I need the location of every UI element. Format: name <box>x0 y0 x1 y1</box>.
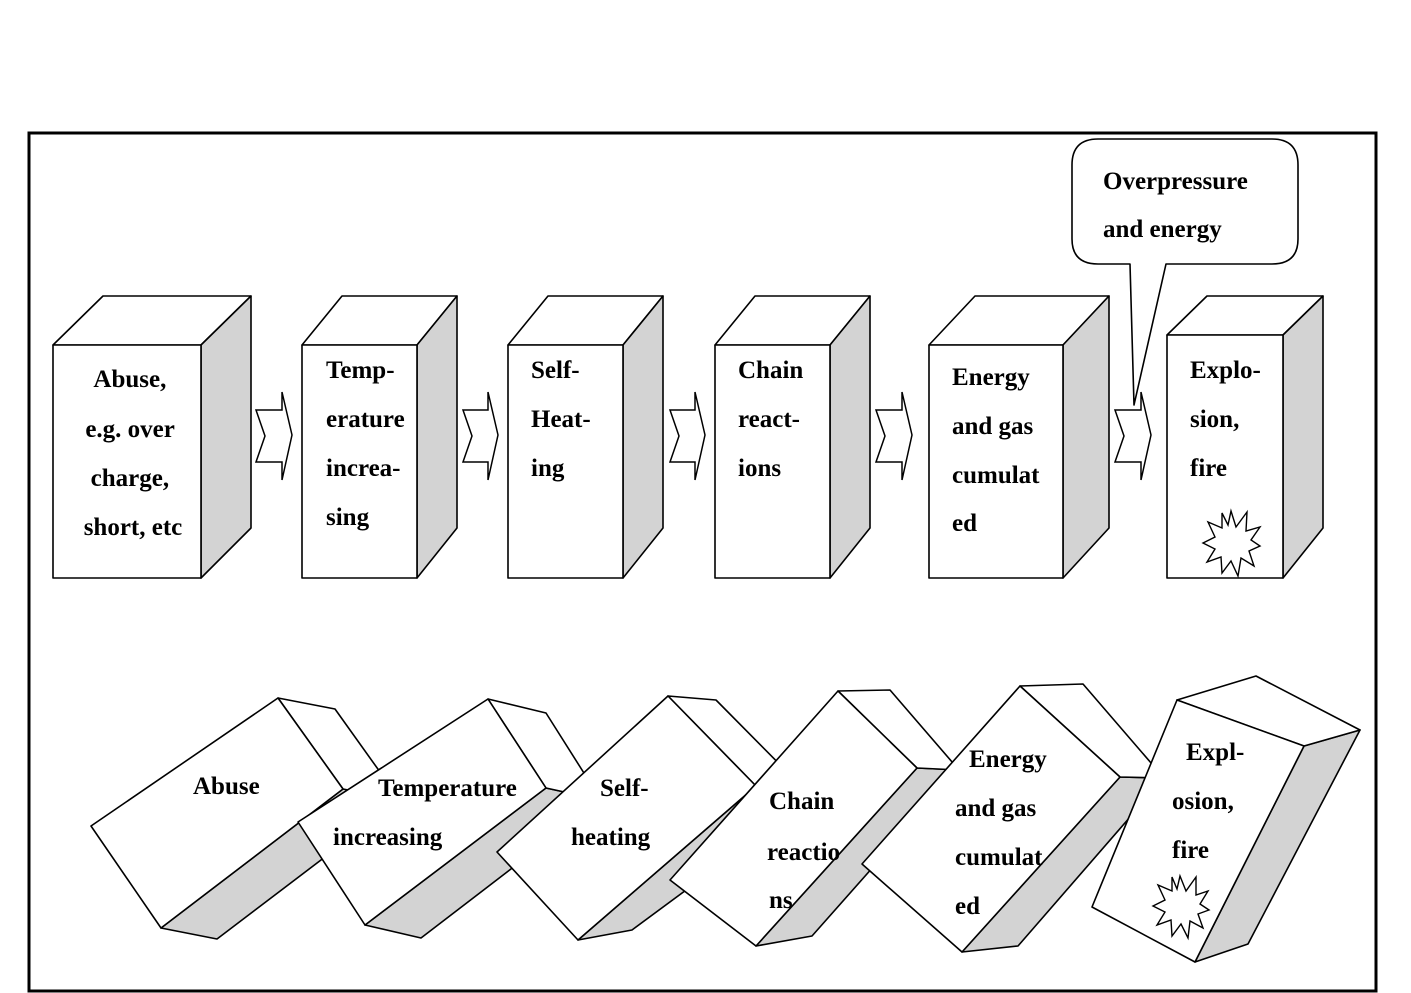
top-box-temperature: Temp- erature increa- sing <box>301 295 458 579</box>
top-arrow-2-icon <box>461 391 499 481</box>
top-box-abuse-label: Abuse, e.g. over charge, short, etc <box>84 366 183 541</box>
explosion-star-icon <box>1201 508 1262 579</box>
domino-energy-gas: Energy and gas cumulat ed <box>861 683 1165 953</box>
top-box-energy-gas: Energy and gas cumulat ed <box>928 295 1110 579</box>
top-box-explosion-label: Explo- sion, fire <box>1190 357 1267 482</box>
domino-self-heating-label: Self- heating <box>571 775 655 851</box>
top-arrow-3-icon <box>668 391 706 481</box>
top-arrow-4-icon <box>874 391 913 481</box>
domino-chain-reactions-label: Chain reactio ns <box>767 788 846 914</box>
top-box-chain-reactions-label: Chain react- ions <box>738 357 810 482</box>
domino-explosion: Expl- osion, fire <box>1091 675 1361 963</box>
top-box-self-heating: Self- Heat- ing <box>507 295 664 579</box>
domino-abuse-label: Abuse <box>193 773 260 800</box>
top-box-self-heating-label: Self- Heat- ing <box>531 357 597 482</box>
top-box-abuse: Abuse, e.g. over charge, short, etc <box>52 295 252 579</box>
top-box-chain-reactions: Chain react- ions <box>714 295 871 579</box>
callout-text: Overpressure and energy <box>1103 168 1254 243</box>
domino-explosion-star-icon <box>1151 873 1211 941</box>
domino-energy-gas-label: Energy and gas cumulat ed <box>955 746 1053 920</box>
diagram-frame <box>27 131 1378 993</box>
domino-temperature-label: Temperature increasing <box>333 775 523 851</box>
top-arrow-5-icon <box>1113 391 1152 481</box>
top-box-temperature-label: Temp- erature increa- sing <box>326 357 411 531</box>
domino-explosion-label: Expl- osion, fire <box>1172 739 1251 864</box>
top-box-explosion: Explo- sion, fire <box>1166 295 1324 579</box>
top-box-energy-gas-label: Energy and gas cumulat ed <box>952 364 1046 537</box>
callout-overpressure: Overpressure and energy <box>1071 138 1299 406</box>
top-arrow-1-icon <box>254 391 293 481</box>
